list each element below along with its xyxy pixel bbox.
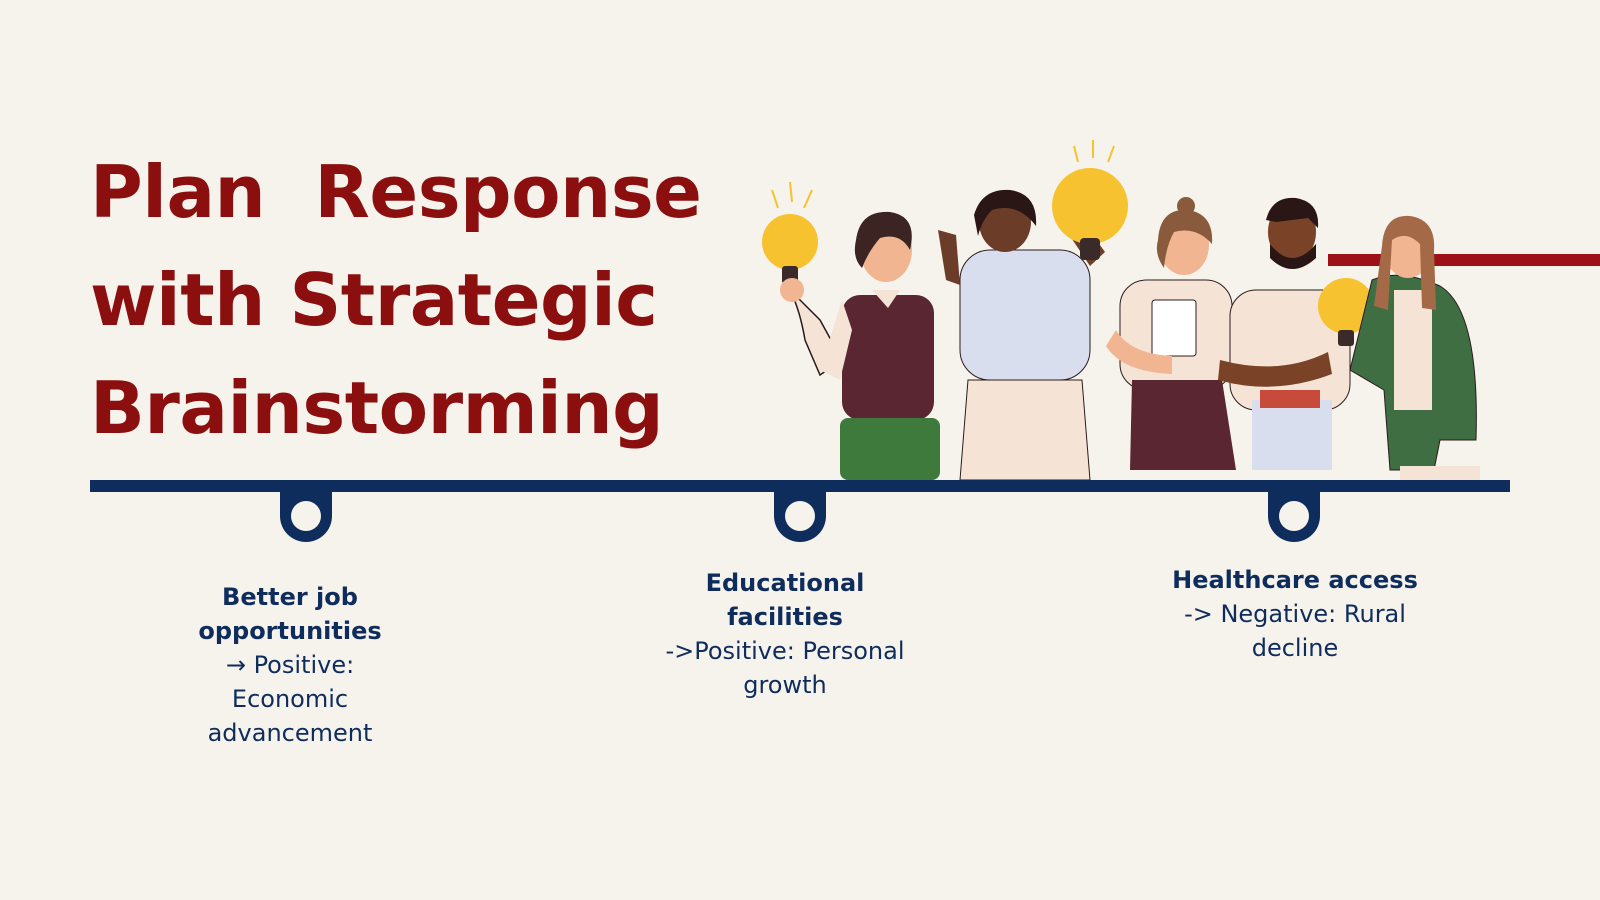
item-3-description: -> Negative: Rural decline — [1184, 600, 1406, 662]
item-1-description: → Positive: Economic advancement — [207, 651, 373, 747]
timeline-item-3: Healthcare access -> Negative: Rural dec… — [1140, 563, 1450, 665]
item-3-heading: Healthcare access — [1172, 566, 1418, 594]
item-2-description: ->Positive: Personal growth — [665, 637, 905, 699]
person-3 — [1106, 197, 1236, 470]
person-1 — [762, 181, 940, 480]
person-5 — [1318, 215, 1480, 480]
item-2-heading: Educational facilities — [705, 569, 865, 631]
timeline-item-1: Better job opportunities → Positive: Eco… — [140, 580, 440, 750]
lightbulb-icon — [762, 181, 818, 284]
people-with-lightbulbs-illustration — [762, 140, 1480, 480]
title-line-2: with Strategic — [90, 258, 658, 342]
item-1-heading: Better job opportunities — [198, 583, 382, 645]
title-line-1: Plan Response — [90, 150, 702, 234]
timeline-marker-3 — [1268, 482, 1320, 542]
timeline-marker-1 — [280, 482, 332, 542]
lightbulb-icon — [1318, 278, 1374, 346]
person-2 — [938, 140, 1128, 480]
timeline-marker-2 — [774, 482, 826, 542]
title-line-3: Brainstorming — [90, 366, 664, 450]
person-4 — [1218, 197, 1351, 470]
page-title: Plan Response with Strategic Brainstormi… — [90, 138, 702, 462]
timeline-item-2: Educational facilities ->Positive: Perso… — [630, 566, 940, 702]
lightbulb-icon — [1052, 140, 1128, 260]
